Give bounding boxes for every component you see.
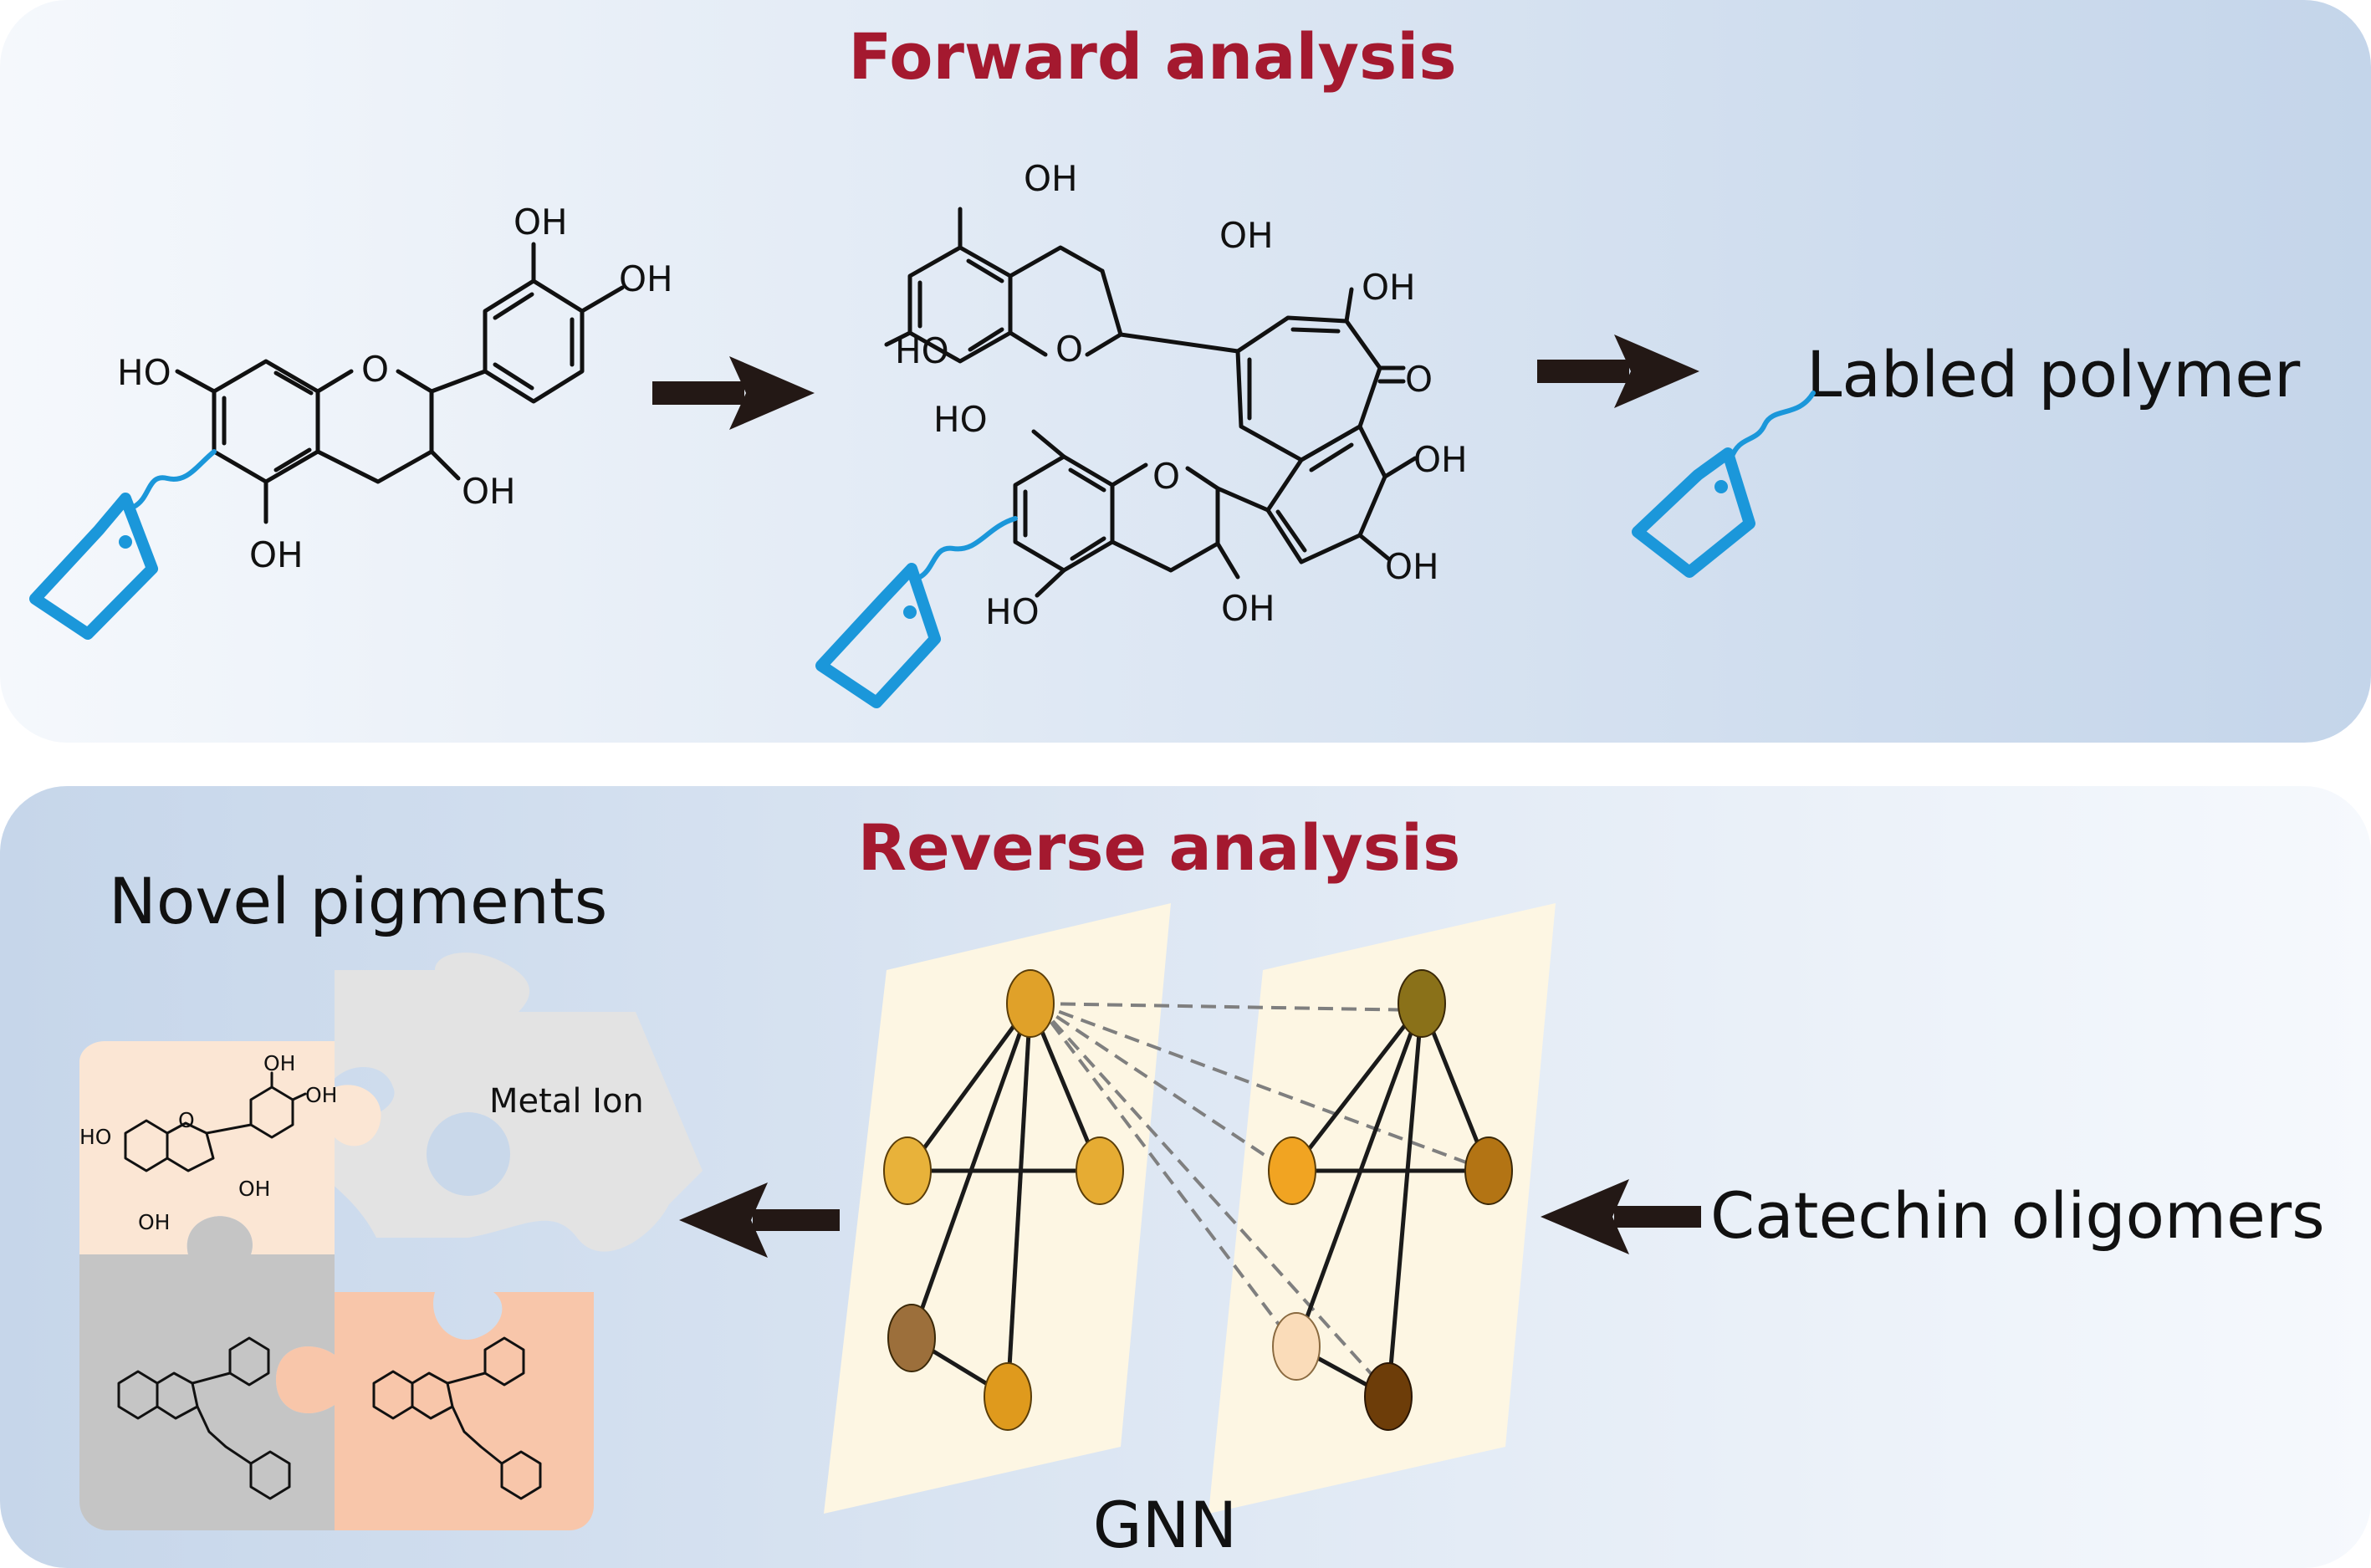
gnn-node-left-bot-l [887, 1304, 936, 1372]
pigment-puzzle: Metal Ion OH OH HO O OH OH [79, 953, 703, 1530]
dimer-label-oh-5: OH [1385, 546, 1439, 587]
gnn-diagram: GNN [824, 903, 1556, 1562]
reverse-input-label: Catechin oligomers [1710, 1178, 2325, 1253]
gnn-node-left-bot-r [984, 1362, 1032, 1431]
small-label-oh-3: OH [238, 1177, 270, 1201]
gnn-node-left-mid-r [1076, 1136, 1124, 1205]
catechin-label-oh-c3: OH [462, 471, 516, 512]
label-tag-icon [29, 493, 158, 640]
gnn-node-left-top [1006, 969, 1055, 1038]
gnn-node-right-bot-r [1364, 1362, 1413, 1431]
small-label-o: O [178, 1108, 195, 1132]
catechin-label-oh-bottom: OH [249, 534, 304, 575]
gnn-node-right-top [1398, 969, 1446, 1038]
dimer-label-keto-o: O [1405, 359, 1433, 400]
label-tag-icon-polymer [1632, 447, 1755, 578]
forward-panel: Forward analysis [0, 0, 2371, 743]
dimer-label-ho-1: HO [895, 330, 949, 371]
gnn-label: GNN [1093, 1488, 1238, 1562]
gnn-node-right-bot-l [1272, 1312, 1321, 1381]
small-catechin-gallate-2 [372, 1336, 542, 1500]
labeled-polymer: Labled polymer [1632, 337, 2301, 578]
small-label-ho: HO [79, 1125, 111, 1149]
reverse-arrow-right [1541, 1179, 1701, 1254]
gnn-node-right-mid-r [1464, 1136, 1513, 1205]
dimer-label-o-ring-2: O [1152, 456, 1180, 497]
forward-arrow-1 [652, 356, 815, 430]
metal-ion-label: Metal Ion [489, 1082, 644, 1121]
small-label-oh-2: OH [305, 1083, 337, 1107]
gnn-node-left-mid-l [883, 1136, 932, 1205]
dimer-label-oh-4: OH [1413, 439, 1468, 480]
catechin-label-ho: HO [117, 352, 171, 393]
catechin-molecule: HO OH OH OH OH O [29, 202, 673, 640]
metal-ion-piece [318, 953, 703, 1252]
dimer-label-oh-2: OH [1219, 215, 1274, 256]
reverse-output-label: Novel pigments [109, 864, 607, 938]
small-label-oh-1: OH [263, 1051, 295, 1075]
reverse-panel: Reverse analysis Novel pigments Metal Io… [0, 786, 2371, 1568]
dimer-label-o-ring: O [1055, 329, 1083, 370]
catechin-label-o: O [361, 349, 389, 390]
dimer-label-oh-6: OH [1221, 588, 1275, 629]
forward-arrow-2 [1537, 335, 1699, 408]
small-catechin-1: OH OH HO O OH OH [79, 1051, 337, 1234]
reverse-arrow-left [679, 1182, 840, 1258]
forward-output-label: Labled polymer [1806, 337, 2301, 411]
label-tag-icon-dimer [815, 563, 941, 708]
reverse-title: Reverse analysis [858, 810, 1461, 885]
puzzle-piece-bottom-right [276, 1292, 594, 1530]
dimer-label-ho-3: HO [985, 591, 1040, 632]
dimer-label-ho-2: HO [933, 399, 988, 440]
catechin-label-oh-right: OH [619, 258, 673, 299]
forward-panel-bg [0, 0, 2371, 743]
catechin-label-oh-top: OH [514, 202, 568, 243]
dimer-label-oh-1: OH [1024, 158, 1078, 199]
small-label-oh-4: OH [138, 1210, 170, 1234]
gnn-node-right-mid-l [1268, 1136, 1316, 1205]
dimer-molecule: OH OH HO O OH O HO O OH OH HO OH [815, 158, 1468, 708]
forward-title: Forward analysis [848, 19, 1456, 94]
small-catechin-gallate-1 [117, 1336, 291, 1500]
dimer-label-oh-3: OH [1362, 267, 1416, 308]
